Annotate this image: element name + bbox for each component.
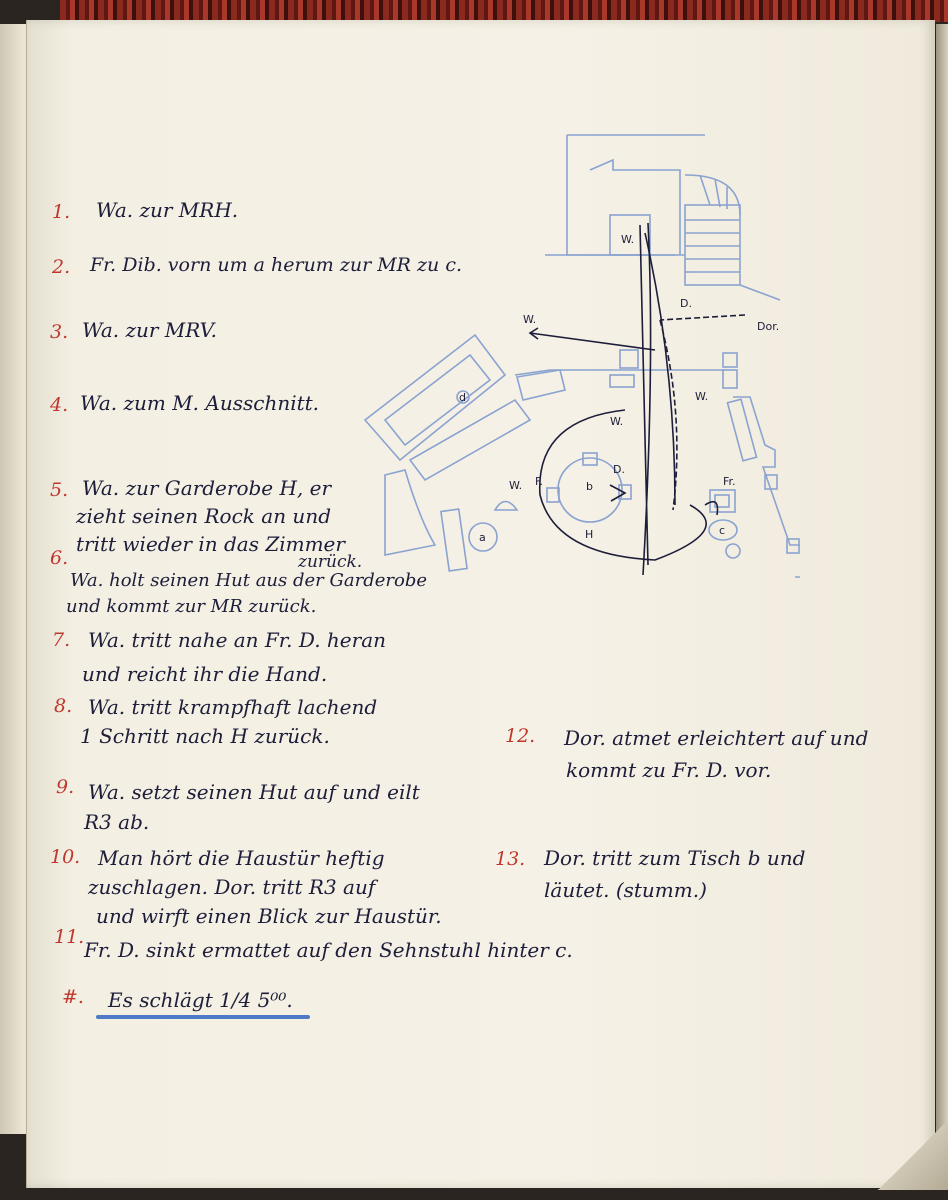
plan-bench [440,508,468,572]
entry-3-line-1: Wa. zur MRV. [82,318,217,342]
entry-12-number: 12. [505,725,536,747]
entry-final-marker: #. [62,986,84,1008]
plan-cabinet [516,369,566,401]
entry-9-line-1: Wa. setzt seinen Hut auf und eilt [88,780,420,804]
blue-underline [96,1015,310,1019]
path-w-left [529,332,656,351]
entry-12-line-2: kommt zu Fr. D. vor. [566,758,772,782]
plan-fireplace [609,214,651,256]
plan-right-corridor [739,284,781,301]
plan-label-w-left: W. [523,313,536,326]
entry-5-line-2: zieht seinen Rock an und [76,504,331,528]
path-w-down [639,222,652,576]
plan-top-room-door [589,158,681,255]
entry-13-line-2: läutet. (stumm.) [544,878,707,902]
notebook-page [26,20,935,1188]
path-dor [659,314,746,321]
entry-2-line-1: Fr. Dib. vorn um a herum zur MR zu c. [90,254,462,276]
entry-8-line-1: Wa. tritt krampfhaft lachend [88,695,378,719]
entry-8-line-2: 1 Schritt nach H zurück. [80,724,330,748]
entry-8-number: 8. [54,695,73,717]
plan-round-table [557,457,623,523]
entry-6-line-1: Wa. holt seinen Hut aus der Garderobe [70,570,427,591]
entry-4-line-1: Wa. zum M. Ausschnitt. [80,391,320,415]
plan-chair-right-top [722,352,738,368]
plan-chair-top [619,349,639,369]
plan-label-w-top: W. [621,233,634,246]
plan-back-wall [514,369,725,376]
entry-10-line-3: und wirft einen Blick zur Haustür. [96,904,442,928]
plan-label-d-arrow: D. [680,297,692,310]
plan-label-w-lower: W. [509,479,522,492]
entry-2-number: 2. [52,256,71,278]
entry-9-number: 9. [56,776,75,798]
stage-plan-diagram: W. W. D. Dor. W. W. W. F. D. Fr. b a c d… [363,134,800,578]
entry-7-number: 7. [52,629,71,651]
entry-7-line-1: Wa. tritt nahe an Fr. D. heran [88,628,386,652]
entry-9-line-2: R3 ab. [84,810,150,834]
entry-6-line-2: und kommt zur MR zurück. [66,596,317,617]
entry-final-line: Es schlägt 1/4 5⁰⁰. [108,988,293,1012]
plan-label-d-table: D. [613,463,625,476]
plan-walls [363,134,800,578]
entry-13-line-1: Dor. tritt zum Tisch b und [544,846,806,870]
right-page-edge [936,24,948,1174]
entry-11-number: 11. [54,926,85,948]
plan-label-chair-a: a [479,531,486,544]
plan-label-w-right: W. [695,390,708,403]
entry-1-line-1: Wa. zur MRH. [96,198,239,222]
entry-7-line-2: und reicht ihr die Hand. [82,662,328,686]
plan-movement-paths [528,222,746,576]
entry-13-number: 13. [495,848,526,870]
entry-10-number: 10. [50,846,81,868]
entry-12-line-1: Dor. atmet erleichtert auf und [564,726,869,750]
plan-label-w-mid: W. [610,415,623,428]
plan-right-wall [733,396,800,546]
plan-label-fr: Fr. [723,475,736,488]
entry-11-line-1: Fr. D. sinkt ermattet auf den Sehnstuhl … [84,938,573,962]
path-w-back [644,232,676,506]
entry-5-line-4: zurück. [298,552,363,572]
entry-5-number: 5. [50,479,69,501]
entry-6-number: 6. [50,547,69,569]
plan-label-chair-d: d [459,391,466,404]
plan-staircase [684,174,741,286]
plan-label-dor: Dor. [757,320,779,333]
entry-10-line-1: Man hört die Haustür heftig [98,846,385,870]
plan-label-f: F. [535,475,543,488]
plan-label-table-b: b [586,480,593,493]
plan-chair-a [468,522,498,552]
plan-label-table-mark: H [585,528,593,541]
plan-label-chair-c: c [719,524,725,537]
plan-chair-c [708,519,738,541]
entry-5-line-3: tritt wieder in das Zimmer [76,532,345,556]
entry-1-number: 1. [52,201,71,223]
plan-chair-right [709,489,736,513]
entry-4-number: 4. [50,394,69,416]
plan-left-furniture [363,333,532,482]
entry-5-line-1: Wa. zur Garderobe H, er [82,476,332,500]
entry-10-line-2: zuschlagen. Dor. tritt R3 auf [88,875,376,899]
marbled-book-edge [60,0,948,22]
page-corner-curl [878,1120,948,1190]
path-w-loop [538,409,707,561]
entry-3-number: 3. [50,321,69,343]
plan-piano [384,469,437,556]
